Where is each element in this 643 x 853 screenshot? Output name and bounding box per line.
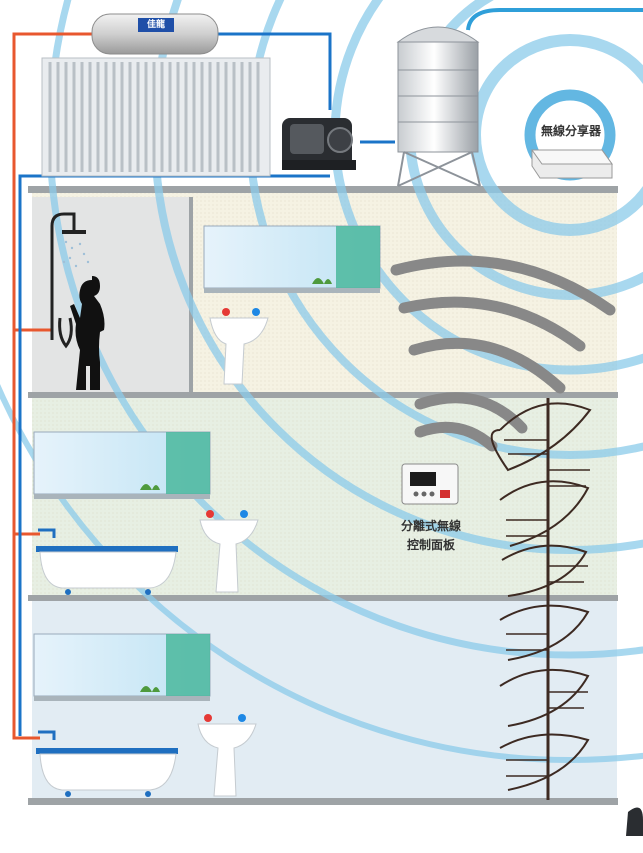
control-panel-label-line2: 控制面板 xyxy=(406,538,455,552)
shower-spray xyxy=(62,240,90,268)
wireless-router xyxy=(531,149,613,179)
floor-3-window xyxy=(203,225,381,293)
floor-1-bathtub xyxy=(36,730,178,797)
floor-3-sink xyxy=(209,308,269,385)
control-panel-label-line1: 分離式無線 xyxy=(400,519,461,533)
spiral-staircase xyxy=(490,398,592,800)
floor-2-sink xyxy=(199,510,259,593)
floor-1-window xyxy=(33,633,211,701)
floor-slab-2 xyxy=(28,595,618,601)
floor-2-window xyxy=(33,431,211,499)
ground-slab xyxy=(28,798,618,805)
heater-brand-label: 佳龍 xyxy=(146,20,165,30)
floor-slab-3 xyxy=(28,392,618,398)
floor-2-bathtub xyxy=(36,528,178,595)
water-storage-tank xyxy=(396,26,481,187)
shower-fixture xyxy=(50,212,86,349)
person-silhouette xyxy=(70,276,105,390)
solar-water-heater xyxy=(41,13,271,177)
wireless-receiver-label: 無線分享器 xyxy=(540,124,601,138)
floor-1-sink xyxy=(197,714,257,797)
roof-slab xyxy=(28,186,618,193)
booster-pump xyxy=(282,118,356,170)
wireless-control-panel xyxy=(401,463,459,505)
